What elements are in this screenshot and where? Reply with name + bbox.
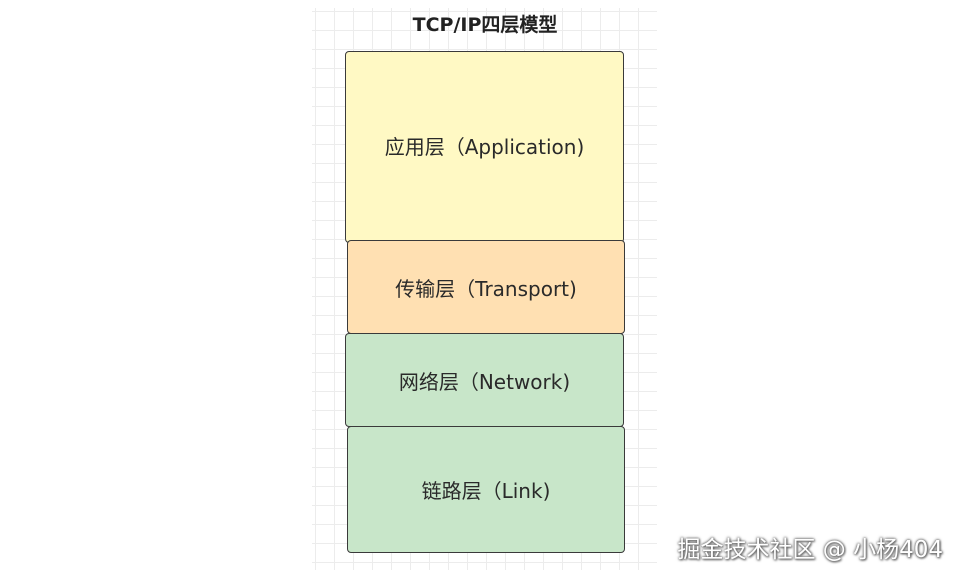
diagram-title: TCP/IP四层模型 [412, 14, 558, 36]
transport-layer-label: 传输层（Transport) [395, 276, 577, 301]
transport-layer-box: 传输层（Transport) [347, 240, 625, 334]
watermark: 掘金技术社区 @ 小杨404 [677, 537, 943, 563]
link-layer-box: 链路层（Link) [347, 426, 625, 553]
network-layer-box: 网络层（Network) [345, 333, 624, 427]
link-layer-label: 链路层（Link) [421, 479, 551, 503]
network-layer-label: 网络层（Network) [398, 369, 571, 394]
application-layer-box: 应用层（Application) [345, 51, 624, 243]
application-layer-label: 应用层（Application) [384, 134, 585, 159]
